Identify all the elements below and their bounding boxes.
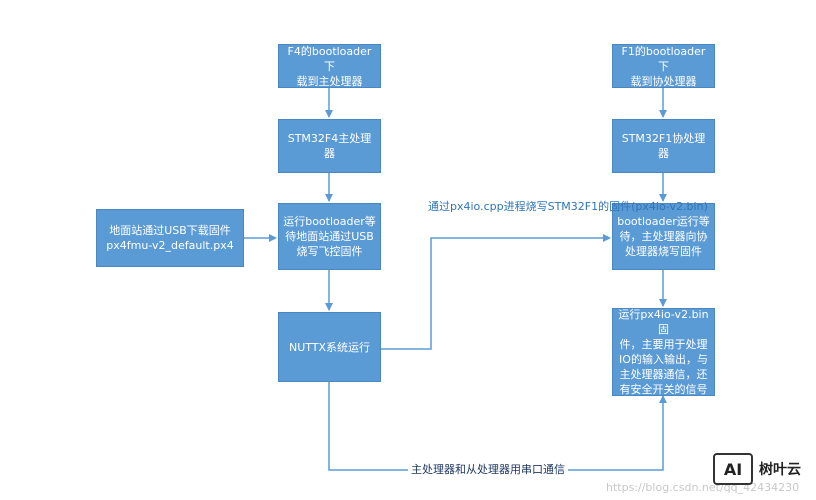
node-stm32f1-text: STM32F1协处理器	[617, 131, 710, 161]
arrow-nuttx-to-bootwait	[381, 234, 611, 350]
text-line: NUTTX系统运行	[288, 340, 371, 354]
node-f1-bootloader-text: F1的bootloader下载到协处理器	[617, 44, 710, 89]
node-run-bootloader: 运行bootloader等待地面站通过USB 烧写飞控固件	[278, 203, 381, 270]
text-line: 的固件(px4io-v2.bin)	[598, 200, 708, 213]
text-line: 烧写飞控固件	[296, 245, 363, 258]
text-line: 处理器烧写固件	[625, 245, 702, 258]
node-px4io-run: 运行px4io-v2.bin固件，主要用于处理 IO的输入输出，与主处理器通信，还…	[612, 308, 715, 396]
logo-name: 树叶云	[759, 462, 801, 478]
label-serial-communication-text: 主处理器和从处理器用串口通信	[411, 463, 565, 477]
text-line: 主处理器通信，还	[619, 368, 708, 381]
text-line: 载到协处理器	[630, 74, 697, 88]
text-line: 待地面站通过USB	[285, 230, 374, 243]
text-line: 有安全开关的信号	[619, 383, 708, 396]
text-line: F1的bootloader下	[621, 44, 706, 73]
node-nuttx-text: NUTTX系统运行	[289, 340, 370, 355]
brand-logo: AI 树叶云	[713, 453, 801, 485]
node-f1-bootloader: F1的bootloader下载到协处理器	[612, 44, 715, 88]
label-burn-firmware: 通过px4io.cpp进程烧写STM32F1的固件(px4io-v2.bin)	[428, 200, 708, 214]
node-bootloader-wait: bootloader运行等待，主处理器向协处理器烧写固件	[612, 203, 715, 270]
text-line: 载到主处理器	[296, 74, 363, 88]
text-line: 主处理器和从处理器用串口通信	[411, 463, 565, 476]
node-stm32f4-text: STM32F4主处理器	[283, 131, 376, 161]
node-bootloader-wait-text: bootloader运行等待，主处理器向协处理器烧写固件	[617, 214, 710, 259]
node-f4-bootloader: F4的bootloader下载到主处理器	[278, 44, 381, 88]
text-line: 运行px4io-v2.bin固	[618, 308, 709, 336]
node-stm32f1: STM32F1协处理器	[612, 119, 715, 173]
text-line: F4的bootloader下	[287, 44, 372, 73]
label-burn-firmware-text: 通过px4io.cpp进程烧写STM32F1的固件(px4io-v2.bin)	[428, 200, 708, 214]
text-line: STM32F4主处理器	[287, 132, 372, 160]
text-line: 运行bootloader等	[283, 215, 376, 228]
text-line: 待，主处理器向协	[619, 230, 708, 243]
text-line: 件，主要用于处理	[619, 338, 708, 351]
node-px4io-run-text: 运行px4io-v2.bin固件，主要用于处理 IO的输入输出，与主处理器通信，还…	[617, 307, 710, 397]
node-f4-bootloader-text: F4的bootloader下载到主处理器	[283, 44, 376, 89]
node-stm32f4: STM32F4主处理器	[278, 119, 381, 173]
label-serial-communication: 主处理器和从处理器用串口通信	[408, 463, 568, 477]
text-line: px4fmu-v2_default.px4	[106, 239, 234, 252]
text-line: 地面站通过USB下载固件	[109, 224, 231, 237]
node-nuttx: NUTTX系统运行	[278, 312, 381, 382]
logo-mark-icon: AI	[713, 453, 753, 485]
node-run-bootloader-text: 运行bootloader等待地面站通过USB 烧写飞控固件	[283, 214, 376, 259]
node-ground-station-text: 地面站通过USB下载固件 px4fmu-v2_default.px4	[106, 223, 233, 253]
node-ground-station: 地面站通过USB下载固件 px4fmu-v2_default.px4	[96, 209, 244, 267]
text-line: bootloader运行等	[617, 215, 710, 228]
text-line: 通过px4io.cpp进程烧写STM32F1	[428, 200, 599, 213]
text-line: IO的输入输出，与	[619, 353, 708, 366]
text-line: STM32F1协处理器	[621, 132, 706, 160]
